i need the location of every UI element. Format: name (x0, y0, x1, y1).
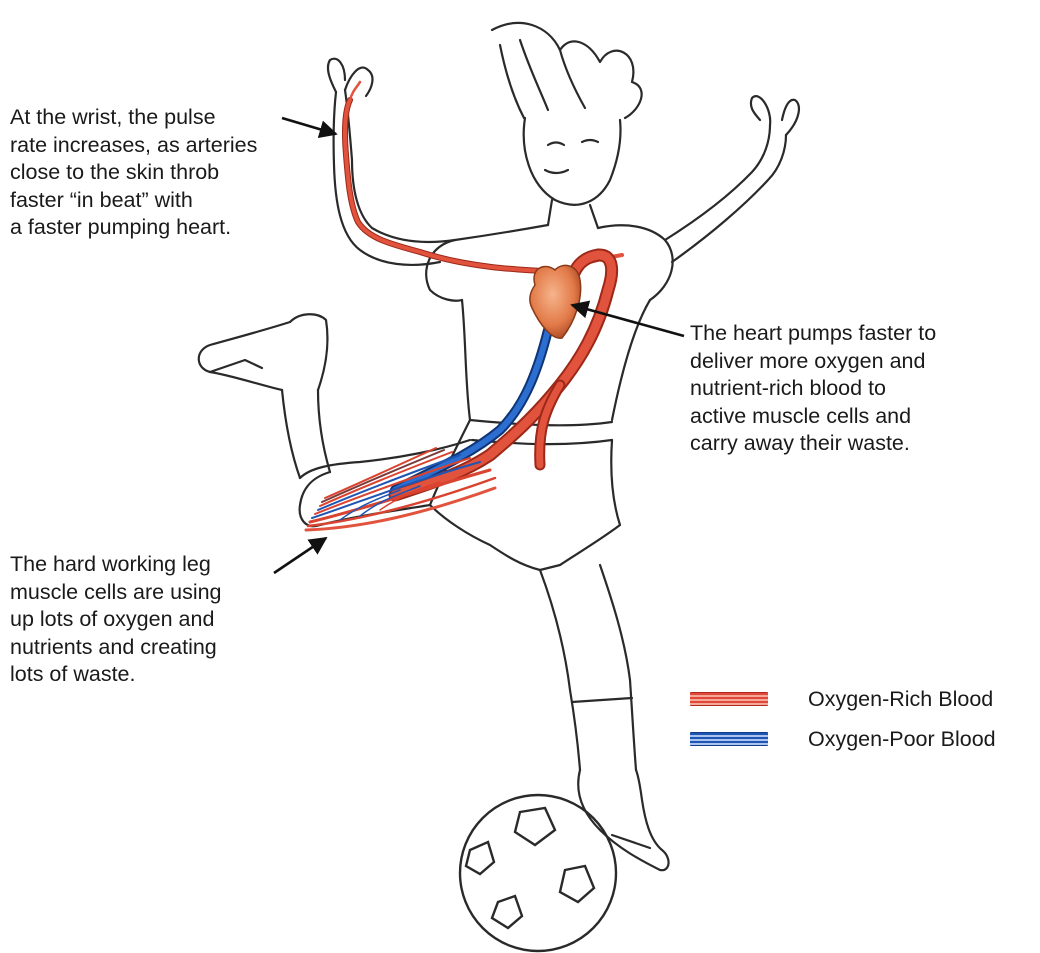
heart-caption: The heart pumps faster to deliver more o… (690, 320, 936, 458)
heart-caption-line: nutrient-rich blood to (690, 375, 936, 403)
wrist-caption-line: At the wrist, the pulse (10, 104, 257, 132)
leg-pointer-arrow (274, 538, 326, 573)
wrist-caption-line: close to the skin throb (10, 159, 257, 187)
wrist-caption: At the wrist, the pulse rate increases, … (10, 104, 257, 242)
wrist-caption-line: faster “in beat” with (10, 187, 257, 215)
legend-label-oxygen-poor: Oxygen-Poor Blood (808, 727, 996, 752)
heart-caption-line: The heart pumps faster to (690, 320, 936, 348)
oxygen-poor-swatch-icon (690, 732, 768, 746)
leg-caption-line: The hard working leg (10, 551, 222, 579)
leg-caption-line: lots of waste. (10, 661, 222, 689)
legend-label-oxygen-rich: Oxygen-Rich Blood (808, 687, 993, 712)
heart-caption-line: deliver more oxygen and (690, 348, 936, 376)
arm-artery (345, 82, 622, 272)
oxygen-rich-swatch-icon (690, 692, 768, 706)
soccer-ball-icon (460, 795, 616, 951)
leg-caption: The hard working leg muscle cells are us… (10, 551, 222, 689)
heart-caption-line: active muscle cells and (690, 403, 936, 431)
leg-caption-line: nutrients and creating (10, 634, 222, 662)
legend-oxygen-rich: Oxygen-Rich Blood (690, 686, 993, 712)
leg-caption-line: muscle cells are using (10, 579, 222, 607)
wrist-pointer-arrow (282, 118, 336, 134)
wrist-caption-line: a faster pumping heart. (10, 214, 257, 242)
heart-icon (530, 265, 581, 338)
heart-caption-line: carry away their waste. (690, 430, 936, 458)
wrist-caption-line: rate increases, as arteries (10, 132, 257, 160)
legend-oxygen-poor: Oxygen-Poor Blood (690, 726, 996, 752)
leg-caption-line: up lots of oxygen and (10, 606, 222, 634)
